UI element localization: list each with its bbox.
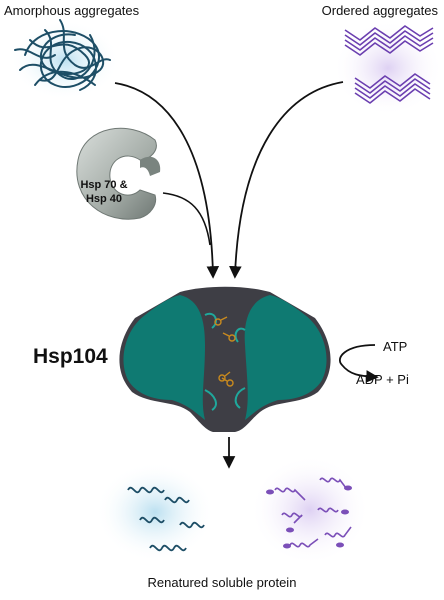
renatured-blue-proteins-icon <box>95 462 215 562</box>
arrow-amorphous-to-hsp104 <box>114 82 220 279</box>
renatured-protein-label: Renatured soluble protein <box>147 575 297 590</box>
atp-hydrolysis-arrow <box>339 344 379 383</box>
hsp104-hexamer <box>119 286 331 432</box>
hsp104-label: Hsp104 <box>33 345 108 368</box>
amorphous-aggregates-label: Amorphous aggregates <box>4 3 140 18</box>
atp-label: ATP <box>383 339 408 354</box>
hsp70-hsp40-label: Hsp 70 & Hsp 40 <box>74 178 134 206</box>
hsp70-label-line2: Hsp 40 <box>85 193 123 205</box>
amorphous-aggregate-icon <box>10 19 120 100</box>
arrow-ordered-to-hsp104 <box>229 81 344 279</box>
renatured-purple-proteins-icon <box>250 455 370 565</box>
adp-pi-label: ADP + Pi <box>356 372 409 387</box>
ordered-aggregates-label: Ordered aggregates <box>321 3 438 18</box>
arrow-chaperone-to-hsp104 <box>162 192 211 246</box>
hsp70-hsp40-chaperone-icon <box>76 127 161 220</box>
hsp70-label-line1: Hsp 70 & <box>80 179 128 191</box>
ordered-aggregate-icon <box>333 20 443 116</box>
